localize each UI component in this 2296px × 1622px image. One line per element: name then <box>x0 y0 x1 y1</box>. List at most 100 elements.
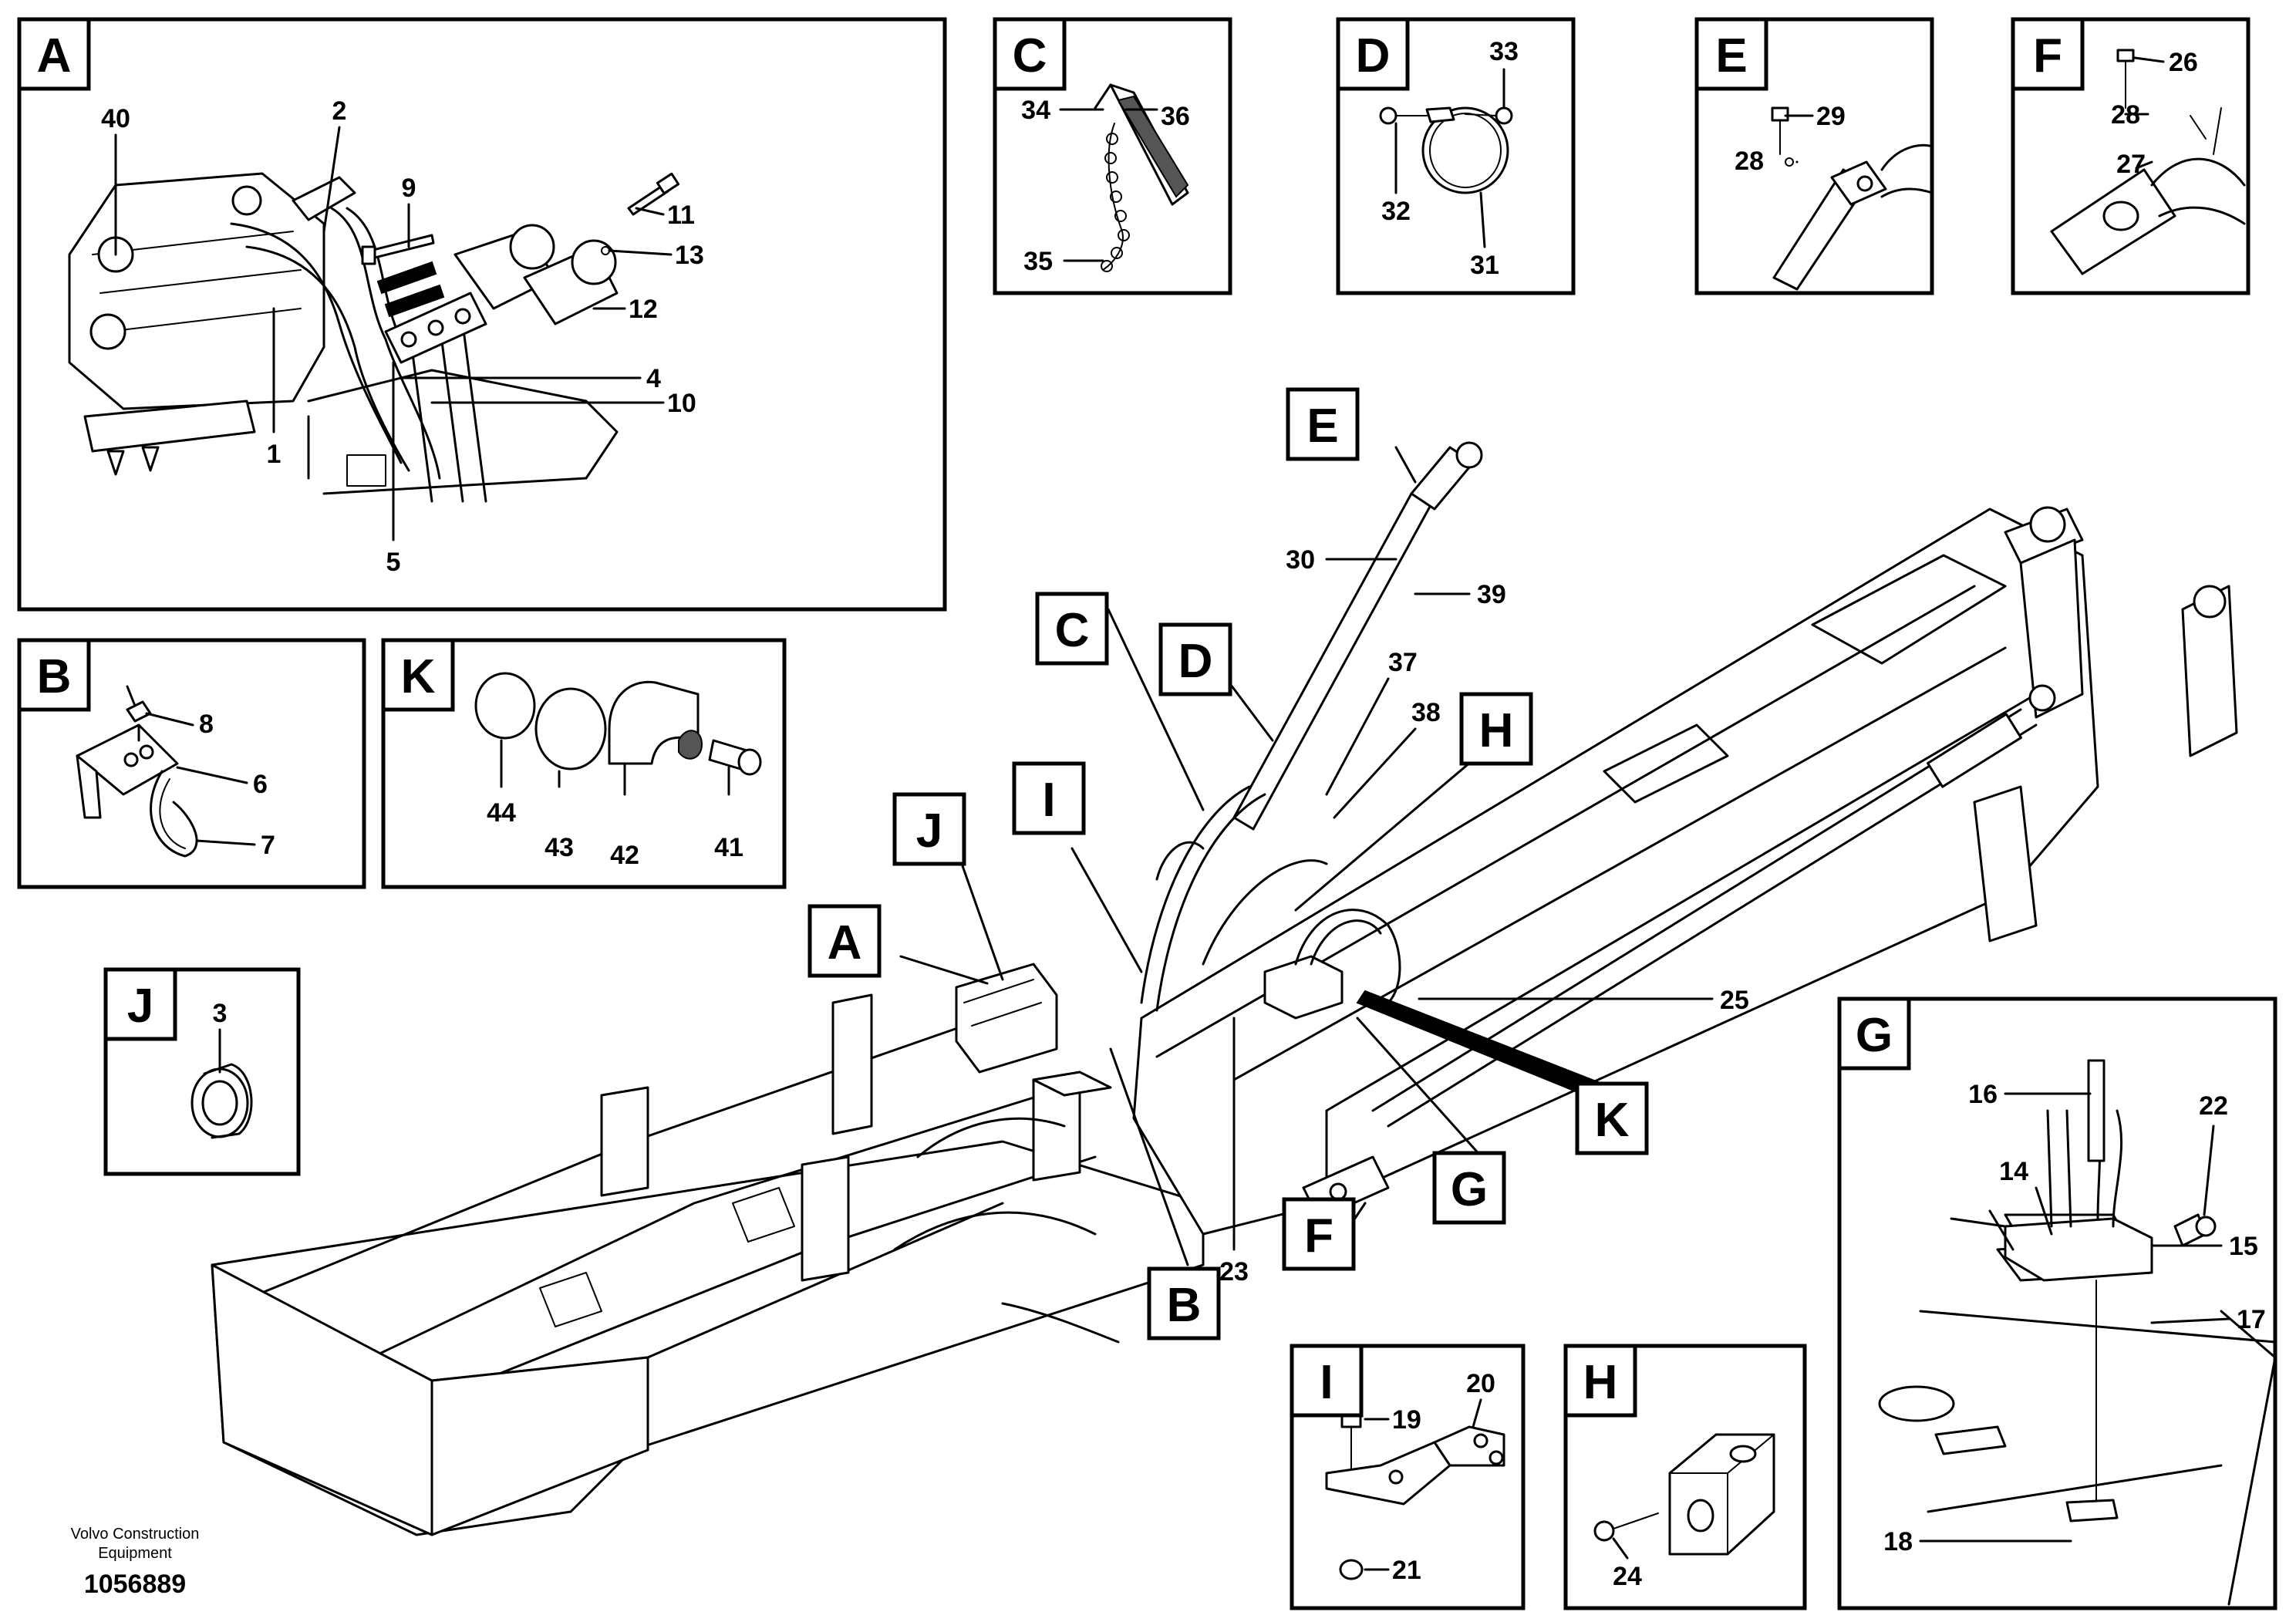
part-label-22: 22 <box>2199 1091 2228 1121</box>
brand-line-1: Volvo Construction <box>71 1526 200 1543</box>
part-label-25: 25 <box>1720 986 1749 1015</box>
callout-tag-a-detail <box>17 17 91 91</box>
part-label-5: 5 <box>386 548 401 577</box>
brand-line-2: Equipment <box>98 1545 172 1562</box>
callout-label-b-detail: B <box>37 650 72 703</box>
part-label-1: 1 <box>267 440 282 469</box>
callout-label-a-detail: A <box>37 29 72 83</box>
callout-tag-a-main <box>807 904 882 978</box>
callout-label-a-main: A <box>828 916 862 969</box>
drawing-number: 1056889 <box>84 1570 186 1599</box>
callout-label-j-main: J <box>916 804 942 858</box>
callout-label-f-detail: F <box>2033 29 2062 83</box>
callout-label-b-main: B <box>1167 1279 1202 1332</box>
part-label-10: 10 <box>667 389 696 418</box>
callout-label-k-main: K <box>1595 1094 1630 1147</box>
callout-tag-i-detail <box>1290 1344 1364 1418</box>
part-label-27: 27 <box>2116 150 2146 179</box>
detail-a-panel <box>17 17 947 612</box>
part-label-32: 32 <box>1381 197 1411 226</box>
part-label-17: 17 <box>2237 1305 2266 1334</box>
part-label-35: 35 <box>1023 247 1053 276</box>
callout-tag-j-detail <box>103 967 177 1041</box>
part-label-26: 26 <box>2169 48 2198 77</box>
callout-label-i-detail: I <box>1320 1356 1333 1409</box>
part-label-29: 29 <box>1816 102 1846 131</box>
part-label-42: 42 <box>610 841 639 870</box>
part-label-8: 8 <box>199 710 214 739</box>
callout-label-i-main: I <box>1042 774 1055 827</box>
part-label-36: 36 <box>1161 102 1190 131</box>
part-label-15: 15 <box>2229 1232 2258 1261</box>
callout-label-e-detail: E <box>1715 29 1747 83</box>
callout-label-e-main: E <box>1306 400 1338 453</box>
part-label-33: 33 <box>1489 37 1519 66</box>
part-label-9: 9 <box>402 174 416 203</box>
part-label-21: 21 <box>1392 1556 1421 1585</box>
diagram-caption: Volvo Construction Equipment 1056889 <box>71 1526 200 1599</box>
callout-tag-d-main <box>1158 622 1232 696</box>
callout-label-c-main: C <box>1055 604 1090 657</box>
part-label-38: 38 <box>1411 698 1441 727</box>
part-label-3: 3 <box>213 999 228 1028</box>
part-number-labels: 40 2 9 11 13 12 4 10 1 5 8 6 7 44 43 42 … <box>101 37 2266 1591</box>
callout-tag-k-detail <box>381 638 455 712</box>
part-label-20: 20 <box>1466 1369 1495 1398</box>
callout-tag-j-main <box>892 792 966 866</box>
callout-tag-e-main <box>1286 387 1360 461</box>
callout-label-g-detail: G <box>1856 1009 1893 1062</box>
callout-tag-g-main <box>1432 1151 1506 1225</box>
part-label-2: 2 <box>332 96 347 126</box>
part-label-44: 44 <box>487 798 516 828</box>
part-label-23: 23 <box>1219 1257 1249 1286</box>
part-label-39: 39 <box>1477 580 1506 609</box>
part-label-19: 19 <box>1392 1405 1421 1435</box>
part-label-30: 30 <box>1286 545 1315 575</box>
callout-tag-h-detail <box>1563 1344 1637 1418</box>
callout-label-j-detail: J <box>127 980 153 1033</box>
part-label-16: 16 <box>1968 1080 1998 1109</box>
callout-label-g-main: G <box>1451 1163 1488 1216</box>
part-label-31: 31 <box>1470 251 1499 280</box>
detail-a-leaders <box>114 126 673 541</box>
callout-tag-i-main <box>1012 761 1086 835</box>
callout-tag-h-main <box>1459 692 1533 766</box>
callout-label-d-detail: D <box>1356 29 1391 83</box>
part-label-13: 13 <box>675 241 704 270</box>
part-label-28-f: 28 <box>2111 100 2140 130</box>
part-label-43: 43 <box>544 833 574 862</box>
part-label-7: 7 <box>261 831 275 860</box>
callout-label-h-detail: H <box>1583 1356 1618 1409</box>
callout-tag-g-detail <box>1837 996 1911 1071</box>
main-frame-assembly <box>211 441 2238 1536</box>
part-label-34: 34 <box>1021 96 1050 125</box>
part-label-12: 12 <box>629 295 658 324</box>
callout-tag-c-detail <box>993 17 1067 91</box>
part-label-14: 14 <box>1999 1157 2028 1186</box>
callout-tag-c-main <box>1035 592 1109 666</box>
part-label-24: 24 <box>1613 1562 1642 1591</box>
detail-g-panel <box>1837 996 2277 1610</box>
part-label-4: 4 <box>646 364 661 393</box>
callout-tag-k-main <box>1575 1081 1649 1155</box>
callout-label-c-detail: C <box>1013 29 1047 83</box>
callout-label-d-main: D <box>1178 635 1213 688</box>
callout-label-f-main: F <box>1304 1209 1333 1263</box>
callout-tag-b-detail <box>17 638 91 712</box>
part-label-28-e: 28 <box>1735 147 1764 176</box>
callout-label-k-detail: K <box>401 650 436 703</box>
part-label-6: 6 <box>253 770 268 799</box>
part-label-40: 40 <box>101 104 130 133</box>
callout-tag-b-main <box>1147 1266 1221 1340</box>
callout-label-h-main: H <box>1479 704 1514 757</box>
callout-tag-e-detail <box>1694 17 1768 91</box>
callout-tag-d-detail <box>1336 17 1410 91</box>
part-label-37: 37 <box>1388 648 1418 677</box>
part-label-41: 41 <box>714 833 743 862</box>
callout-tag-f-main <box>1282 1197 1356 1271</box>
part-label-11: 11 <box>667 201 695 230</box>
callout-tag-f-detail <box>2011 17 2085 91</box>
part-label-18: 18 <box>1883 1527 1913 1556</box>
